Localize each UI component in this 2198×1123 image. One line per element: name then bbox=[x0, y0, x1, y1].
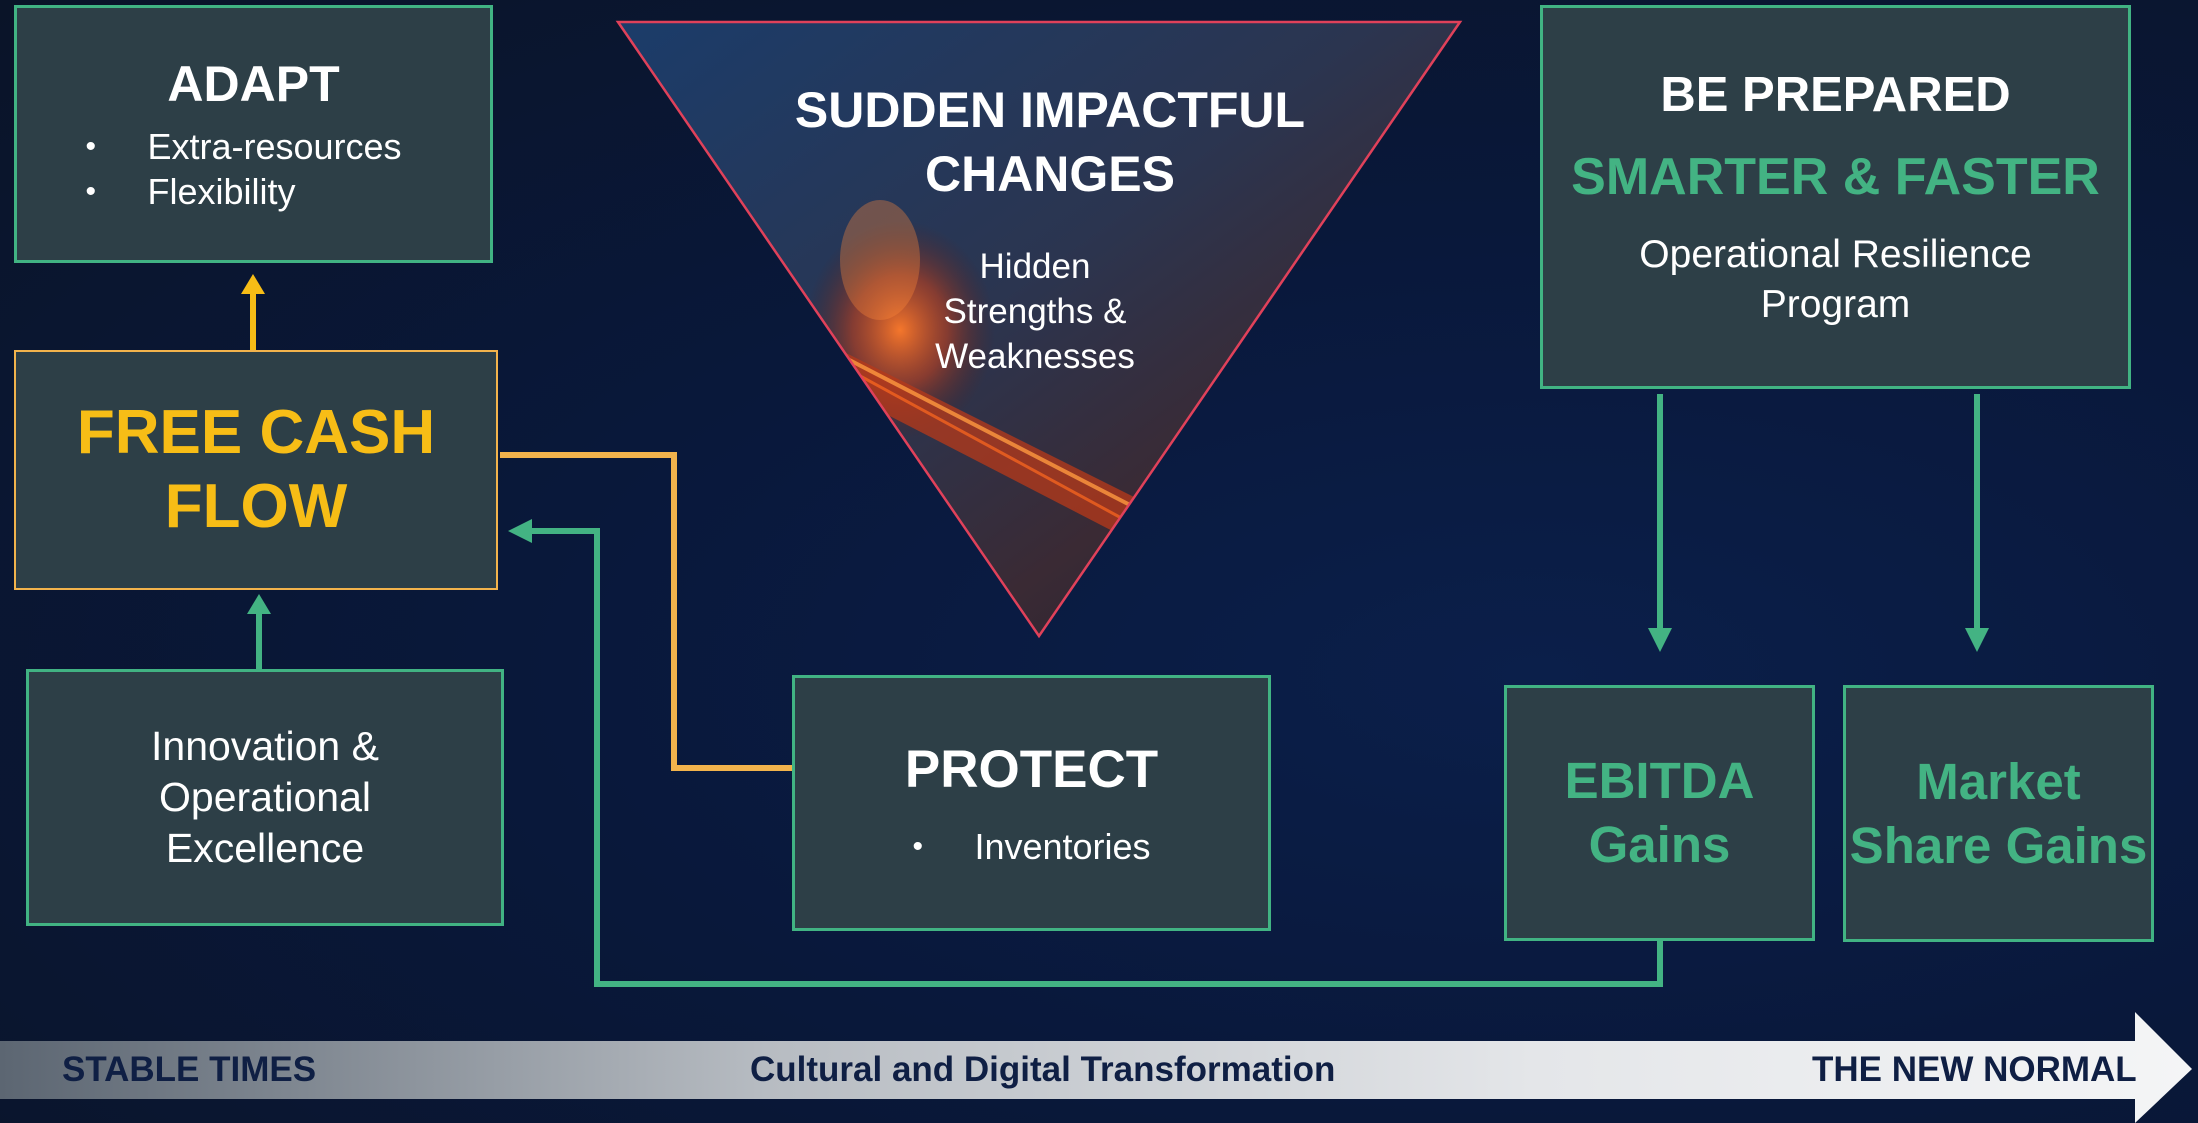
sudden-changes-title: SUDDEN IMPACTFUL CHANGES bbox=[700, 78, 1400, 206]
prepared-desc-line2: Program bbox=[1760, 283, 1911, 326]
fcf-title-line2: FLOW bbox=[164, 472, 348, 541]
protect-title: PROTECT bbox=[904, 739, 1159, 799]
prepared-to-ebitda-arrow bbox=[1648, 394, 1672, 652]
prepared-to-market-arrow bbox=[1965, 394, 1989, 652]
innovation-line2: Operational bbox=[159, 774, 371, 820]
prepared-desc-line1: Operational Resilience bbox=[1639, 233, 2032, 276]
timeline-arrow bbox=[0, 1012, 2192, 1123]
sudden-title-line1: SUDDEN IMPACTFUL bbox=[794, 82, 1306, 138]
innovation-line3: Excellence bbox=[165, 825, 365, 871]
market-share-box: Market Share Gains bbox=[1843, 685, 2154, 942]
ebitda-to-fcf-arrow bbox=[508, 519, 1663, 987]
timeline-middle-label: Cultural and Digital Transformation bbox=[750, 1050, 1336, 1089]
timeline-left-label: STABLE TIMES bbox=[62, 1050, 317, 1089]
adapt-title: ADAPT bbox=[167, 56, 340, 112]
fcf-to-adapt-arrow bbox=[241, 274, 265, 350]
fcf-title-line1: FREE CASH bbox=[76, 398, 436, 467]
sudden-title-line2: CHANGES bbox=[924, 146, 1176, 202]
adapt-item: Extra-resources bbox=[85, 124, 401, 169]
innovation-line1: Innovation & bbox=[151, 723, 379, 769]
timeline-right-label: THE NEW NORMAL bbox=[1812, 1050, 2137, 1089]
market-line1: Market bbox=[1916, 752, 2081, 810]
ebitda-box: EBITDA Gains bbox=[1504, 685, 1815, 941]
be-prepared-box: BE PREPARED SMARTER & FASTER Operational… bbox=[1540, 5, 2131, 389]
innovation-box: Innovation & Operational Excellence bbox=[26, 669, 504, 926]
protect-list: Inventories bbox=[912, 824, 1150, 869]
prepared-subtitle: SMARTER & FASTER bbox=[1571, 148, 2100, 206]
sudden-changes-subtitle: Hidden Strengths & Weaknesses bbox=[835, 244, 1235, 379]
sudden-sub-line3: Weaknesses bbox=[935, 337, 1135, 376]
adapt-list: Extra-resources Flexibility bbox=[85, 124, 401, 214]
protect-box: PROTECT Inventories bbox=[792, 675, 1271, 931]
free-cash-flow-box: FREE CASH FLOW bbox=[14, 350, 498, 590]
sudden-sub-line2: Strengths & bbox=[943, 292, 1127, 331]
protect-item: Inventories bbox=[912, 824, 1150, 869]
innovation-to-fcf-arrow bbox=[247, 594, 271, 670]
adapt-item: Flexibility bbox=[85, 169, 401, 214]
adapt-box: ADAPT Extra-resources Flexibility bbox=[14, 5, 493, 263]
prepared-title: BE PREPARED bbox=[1660, 68, 2011, 122]
ebitda-line2: Gains bbox=[1588, 816, 1731, 873]
ebitda-line1: EBITDA bbox=[1564, 752, 1755, 809]
market-line2: Share Gains bbox=[1849, 816, 2148, 874]
sudden-sub-line1: Hidden bbox=[979, 247, 1091, 286]
